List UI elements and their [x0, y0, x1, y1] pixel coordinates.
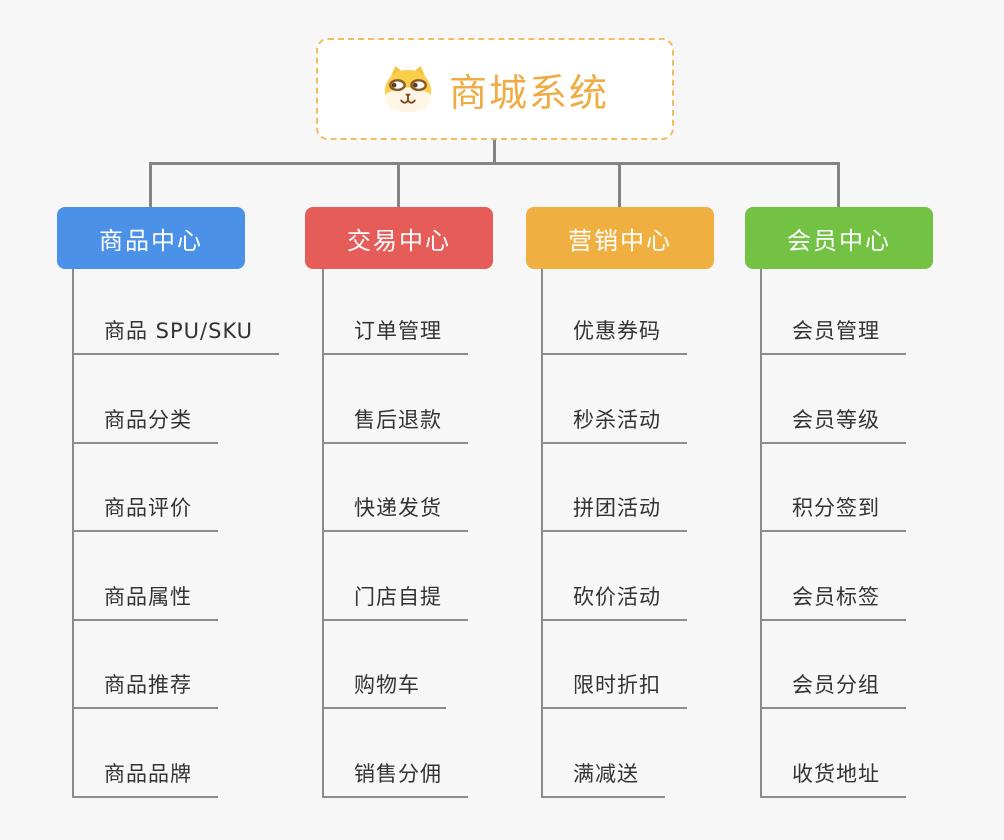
- connector-drop-products: [149, 162, 152, 208]
- connector-trunk-marketing: [541, 269, 543, 798]
- root-topic[interactable]: 商城系统: [316, 38, 674, 140]
- leaf-topic[interactable]: 门店自提: [322, 575, 468, 621]
- leaf-topic[interactable]: 秒杀活动: [541, 398, 687, 444]
- shiba-dog-icon: [384, 65, 432, 113]
- leaf-topic[interactable]: 优惠券码: [541, 309, 687, 355]
- leaf-topic[interactable]: 收货地址: [760, 752, 906, 798]
- leaf-topic[interactable]: 商品品牌: [72, 752, 218, 798]
- leaf-topic[interactable]: 限时折扣: [541, 663, 687, 709]
- leaf-topic[interactable]: 快递发货: [322, 486, 468, 532]
- leaf-topic[interactable]: 商品推荐: [72, 663, 218, 709]
- leaf-topic[interactable]: 会员等级: [760, 398, 906, 444]
- connector-drop-marketing: [618, 162, 621, 208]
- connector-horizontal-bar: [150, 162, 839, 165]
- connector-trunk-members: [760, 269, 762, 798]
- leaf-topic[interactable]: 订单管理: [322, 309, 468, 355]
- connector-root-stem: [493, 140, 496, 165]
- leaf-topic[interactable]: 销售分佣: [322, 752, 468, 798]
- leaf-topic[interactable]: 售后退款: [322, 398, 468, 444]
- leaf-topic[interactable]: 商品评价: [72, 486, 218, 532]
- leaf-topic[interactable]: 商品属性: [72, 575, 218, 621]
- leaf-topic[interactable]: 会员管理: [760, 309, 906, 355]
- leaf-topic[interactable]: 砍价活动: [541, 575, 687, 621]
- leaf-topic[interactable]: 满减送: [541, 752, 665, 798]
- leaf-topic[interactable]: 会员分组: [760, 663, 906, 709]
- leaf-topic[interactable]: 积分签到: [760, 486, 906, 532]
- leaf-topic[interactable]: 会员标签: [760, 575, 906, 621]
- branch-topic-marketing[interactable]: 营销中心: [526, 207, 714, 269]
- connector-drop-trade: [397, 162, 400, 208]
- branch-topic-trade[interactable]: 交易中心: [305, 207, 493, 269]
- connector-trunk-products: [72, 269, 74, 798]
- connector-trunk-trade: [322, 269, 324, 798]
- connector-drop-members: [837, 162, 840, 208]
- leaf-topic[interactable]: 商品分类: [72, 398, 218, 444]
- leaf-topic[interactable]: 购物车: [322, 663, 446, 709]
- branch-topic-products[interactable]: 商品中心: [57, 207, 245, 269]
- branch-topic-members[interactable]: 会员中心: [745, 207, 933, 269]
- leaf-topic[interactable]: 商品 SPU/SKU: [72, 309, 280, 355]
- root-topic-label: 商城系统: [448, 70, 609, 115]
- leaf-topic[interactable]: 拼团活动: [541, 486, 687, 532]
